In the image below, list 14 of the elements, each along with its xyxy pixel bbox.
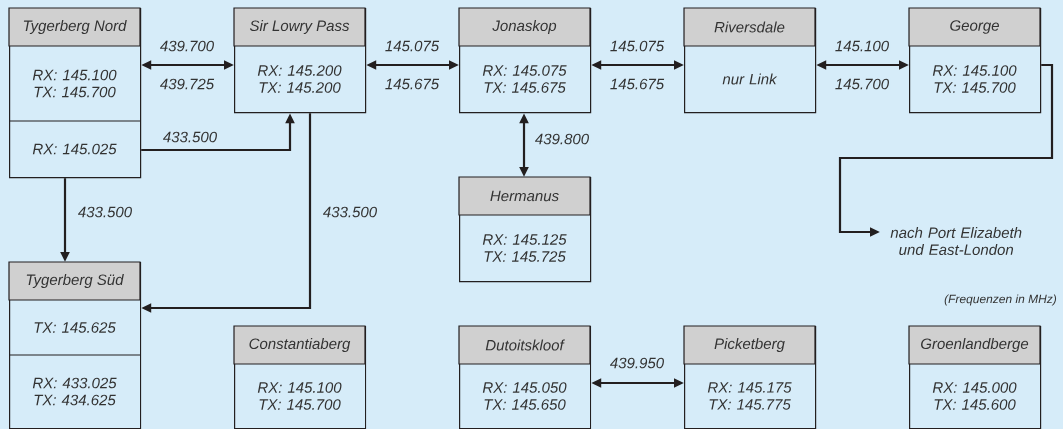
station-box: Tygerberg Süd TX: 145.625 RX: 433.025 TX: 434.625	[8, 261, 142, 429]
station-box: Riversdale nur Link	[683, 7, 817, 114]
destination-text: nach Port Elizabeth und East-London	[890, 227, 1022, 255]
station-box: Sir Lowry Pass RX: 145.200 TX: 145.200	[233, 7, 367, 114]
station-box: Groenlandberge RX: 145.000 TX: 145.600	[908, 325, 1042, 429]
arrow	[838, 63, 1054, 237]
station-box: George RX: 145.100 TX: 145.700	[908, 7, 1042, 114]
station-box: Picketberg RX: 145.175 TX: 145.775	[683, 325, 817, 429]
station-box: Dutoitskloof RX: 145.050 TX: 145.650	[458, 325, 592, 429]
station-box: Constantiaberg RX: 145.100 TX: 145.700	[233, 325, 367, 429]
note-text: (Frequenzen in MHz)	[943, 293, 1058, 307]
station-box: Jonaskop RX: 145.075 TX: 145.675	[458, 7, 592, 114]
station-box: Tygerberg Nord RX: 145.100 TX: 145.700 RX: 145.025	[8, 7, 142, 179]
station-box: Hermanus RX: 145.125 TX: 145.725	[458, 176, 592, 283]
